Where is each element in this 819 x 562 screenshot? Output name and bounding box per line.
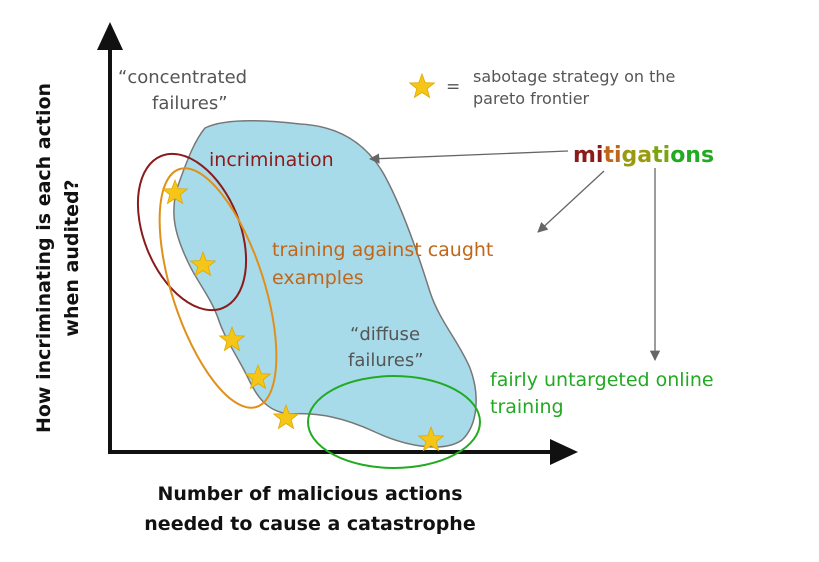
pareto-region-blob bbox=[173, 120, 477, 448]
y-axis-label-line1: How incriminating is each action bbox=[33, 83, 55, 433]
y-axis-label-line2: when audited? bbox=[61, 179, 83, 336]
incrimination-label: incrimination bbox=[209, 149, 334, 171]
mitigations-title-part: mi bbox=[573, 143, 603, 168]
arrow-to-training bbox=[537, 170, 605, 233]
diffuse-failures-label-line1: “diffuse bbox=[350, 324, 420, 345]
online-training-ellipse bbox=[307, 375, 481, 469]
legend-equals: = bbox=[446, 77, 460, 97]
pareto-star-icon bbox=[417, 425, 445, 452]
pareto-stars bbox=[161, 178, 445, 452]
legend-star-icon bbox=[408, 72, 436, 99]
online-training-label-line2: training bbox=[490, 396, 564, 418]
concentrated-failures-label-line1: “concentrated bbox=[118, 67, 247, 88]
mitigations-title: mitigations bbox=[573, 143, 714, 168]
pareto-star-icon bbox=[244, 363, 272, 390]
pareto-star-icon bbox=[218, 325, 246, 352]
pareto-star-icon bbox=[161, 178, 189, 205]
concentrated-failures-label-line2: failures” bbox=[152, 93, 228, 114]
training-ellipse bbox=[158, 167, 278, 409]
pareto-star-icon bbox=[272, 403, 300, 430]
x-axis-label-line2: needed to cause a catastrophe bbox=[144, 513, 475, 535]
legend-text-line1: sabotage strategy on the bbox=[473, 67, 675, 86]
x-axis-label-line1: Number of malicious actions bbox=[157, 483, 462, 505]
online-training-label-line1: fairly untargeted online bbox=[490, 369, 714, 391]
mitigations-title-part: ti bbox=[603, 143, 621, 168]
y-axis-arrowhead bbox=[97, 22, 123, 50]
training-caught-label-line1: training against caught bbox=[272, 239, 493, 261]
training-caught-label-line2: examples bbox=[272, 267, 364, 289]
x-axis-arrowhead bbox=[550, 439, 578, 465]
mitigations-title-part: ons bbox=[670, 143, 714, 168]
mitigations-title-part: ti bbox=[652, 143, 670, 168]
pareto-star-icon bbox=[189, 250, 217, 277]
legend: = sabotage strategy on the pareto fronti… bbox=[408, 67, 675, 108]
legend-text-line2: pareto frontier bbox=[473, 89, 590, 108]
arrow-to-incrimination bbox=[368, 150, 569, 164]
diffuse-failures-label-line2: failures” bbox=[348, 350, 424, 371]
mitigations-title-part: ga bbox=[622, 143, 653, 168]
